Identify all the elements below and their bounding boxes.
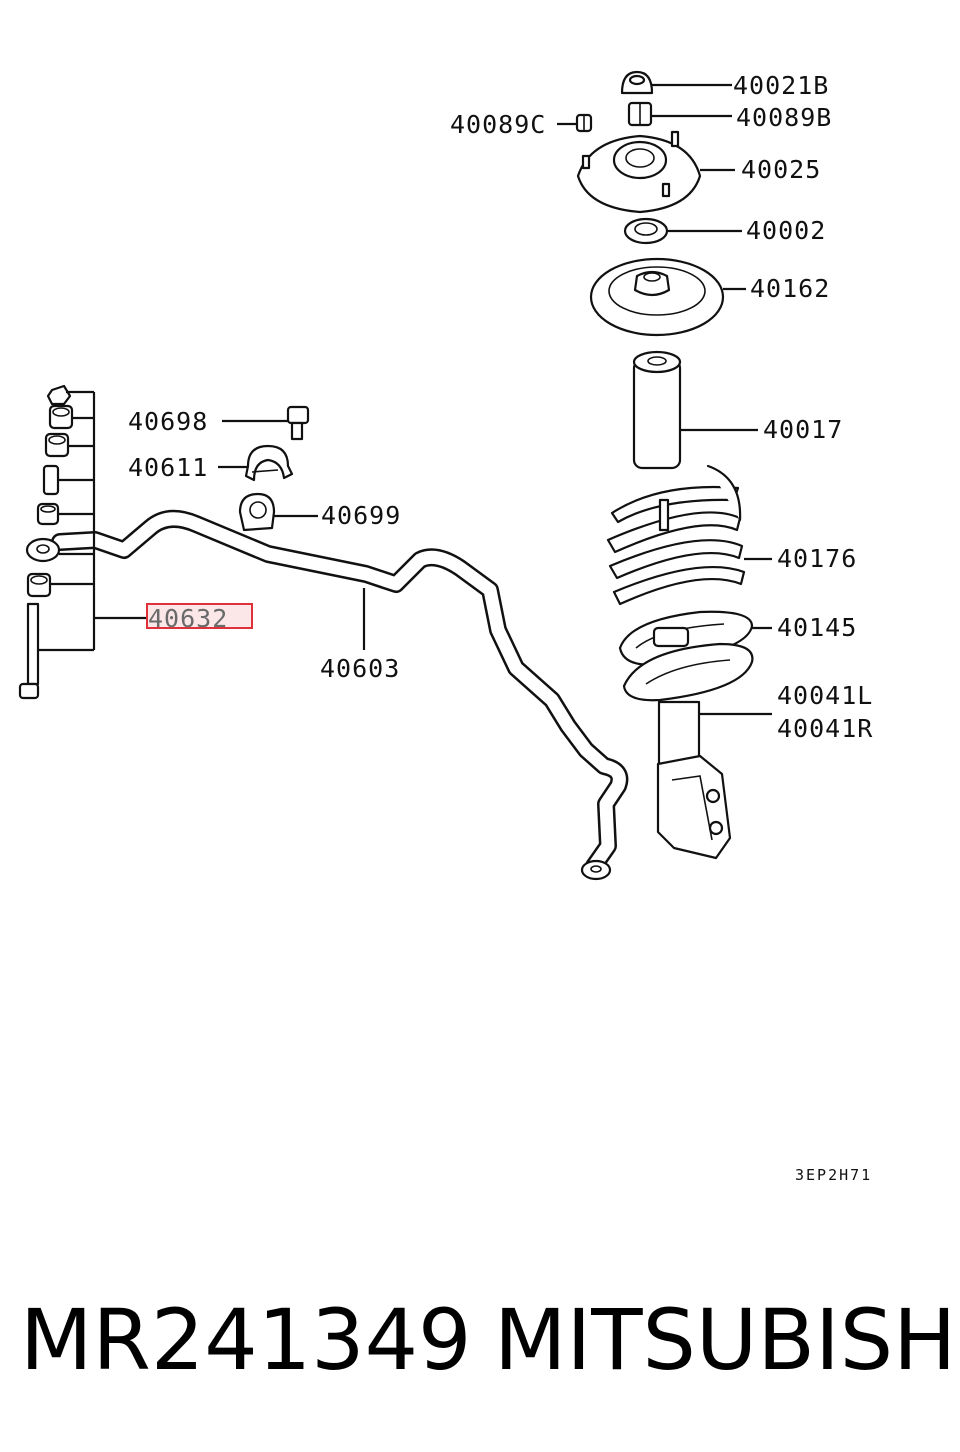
bar-end-eye — [25, 537, 61, 563]
callout-40632: 40632 — [148, 604, 228, 633]
callout-40611: 40611 — [128, 453, 208, 482]
bar-clamp-bracket — [244, 444, 294, 482]
stabilizer-link-kit — [18, 384, 74, 700]
strut-mount — [576, 130, 702, 214]
bar-bushing — [238, 492, 276, 532]
callout-40041L: 40041L — [777, 681, 873, 710]
strut-top-cap — [620, 70, 654, 95]
callout-40089C: 40089C — [450, 110, 546, 139]
callout-40002: 40002 — [746, 216, 826, 245]
footer: MR241349 MITSUBISHI — [0, 1290, 960, 1400]
callout-40089B: 40089B — [736, 103, 832, 132]
strut-bearing — [623, 217, 669, 245]
strut-top-nut — [627, 101, 653, 127]
diagram-code: 3EP2H71 — [795, 1166, 872, 1184]
brand-name: MITSUBISHI — [494, 1291, 960, 1389]
strut-body — [622, 642, 754, 860]
dust-boot — [632, 350, 682, 470]
callout-40699: 40699 — [321, 501, 401, 530]
part-number: MR241349 — [20, 1291, 472, 1389]
callout-40017: 40017 — [763, 415, 843, 444]
callout-40698: 40698 — [128, 407, 208, 436]
callout-40025: 40025 — [741, 155, 821, 184]
coil-spring — [606, 464, 746, 606]
callout-40041R: 40041R — [777, 714, 873, 743]
spring-insulator — [618, 610, 754, 666]
highlight-box — [146, 603, 253, 629]
stabilizer-bar — [51, 509, 629, 881]
callout-40021B: 40021B — [733, 71, 829, 100]
callout-40145: 40145 — [777, 613, 857, 642]
callout-40162: 40162 — [750, 274, 830, 303]
clamp-bolt — [286, 405, 310, 441]
callout-40603: 40603 — [320, 654, 400, 683]
link-kit-bracket-lines — [38, 390, 146, 652]
upper-spring-seat — [589, 257, 725, 337]
callout-40176: 40176 — [777, 544, 857, 573]
small-nut — [575, 113, 593, 133]
